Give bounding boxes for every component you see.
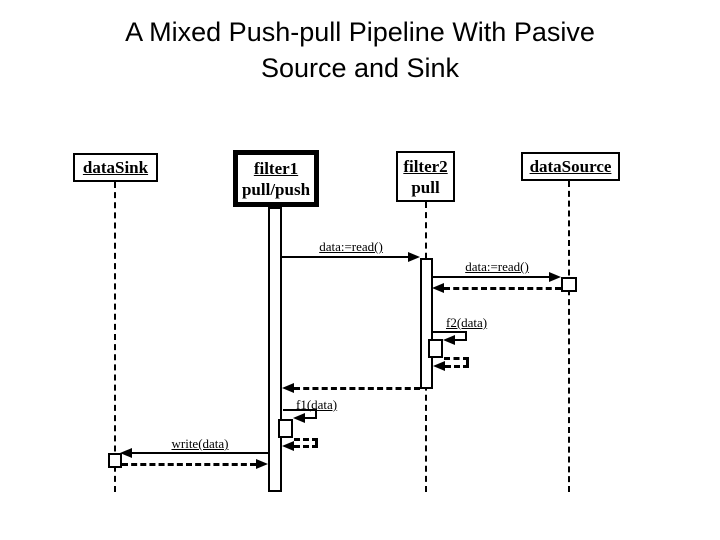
message-read2-label: data:=read() [465,259,529,274]
object-mode-filter2: pull [411,177,440,197]
nested-activation-filter1 [278,419,293,438]
arrowhead-left-icon [432,283,444,293]
message-write-line [132,452,268,454]
return-f1-line-bottom [294,445,318,448]
activation-bar-filter2 [420,258,433,389]
arrowhead-left-icon [282,441,294,451]
title-line-1: A Mixed Push-pull Pipeline With Pasive [125,17,595,47]
return-read1-line [294,387,420,390]
message-read1-line [282,256,409,258]
return-f2-line-top [444,357,469,360]
lifeline-datasink [114,182,116,492]
return-f2-line-bottom [445,365,469,368]
lifeline-datasource [568,181,570,492]
title-line-2: Source and Sink [260,53,460,83]
object-name-datasource: dataSource [529,157,612,176]
message-f2-line-bottom [455,339,467,341]
lifeline-header-filter1: filter1 pull/push [233,150,319,207]
return-f2-line-vert [466,357,469,367]
activation-box-datasource [561,277,577,292]
activation-box-datasink [108,453,122,468]
return-f1-line-top [294,438,318,441]
arrowhead-right-icon [549,272,561,282]
message-f2-label: f2(data) [446,315,488,330]
message-f1-line-bottom [305,417,317,419]
arrowhead-left-icon [282,383,294,393]
arrowhead-left-icon [120,448,132,458]
message-read1-label: data:=read() [319,239,383,254]
object-mode-filter1: pull/push [241,179,311,199]
object-name-datasink: dataSink [82,158,149,177]
message-f1-line-top [283,409,317,411]
lifeline-header-datasink: dataSink [73,153,158,182]
lifeline-header-datasource: dataSource [521,152,620,181]
return-write-line [122,463,256,466]
return-f1-line-vert [315,438,318,447]
object-name-filter1: filter1 [253,158,299,178]
nested-activation-filter2 [428,339,443,358]
arrowhead-left-icon [433,361,445,371]
message-write-label: write(data) [171,436,229,451]
message-read2-line [433,276,550,278]
arrowhead-left-icon [293,413,305,423]
message-f2-line-top [433,331,467,333]
arrowhead-right-icon [256,459,268,469]
return-read2-line [444,287,561,290]
diagram-title: A Mixed Push-pull Pipeline With Pasive S… [0,14,720,86]
message-f1-line-vert [315,409,317,419]
message-f2-line-vert [465,331,467,341]
activation-bar-filter1 [268,207,282,492]
arrowhead-left-icon [443,335,455,345]
message-f1-label: f1(data) [296,397,338,412]
lifeline-header-filter2: filter2 pull [396,151,455,202]
arrowhead-right-icon [408,252,420,262]
object-name-filter2: filter2 [403,156,448,176]
